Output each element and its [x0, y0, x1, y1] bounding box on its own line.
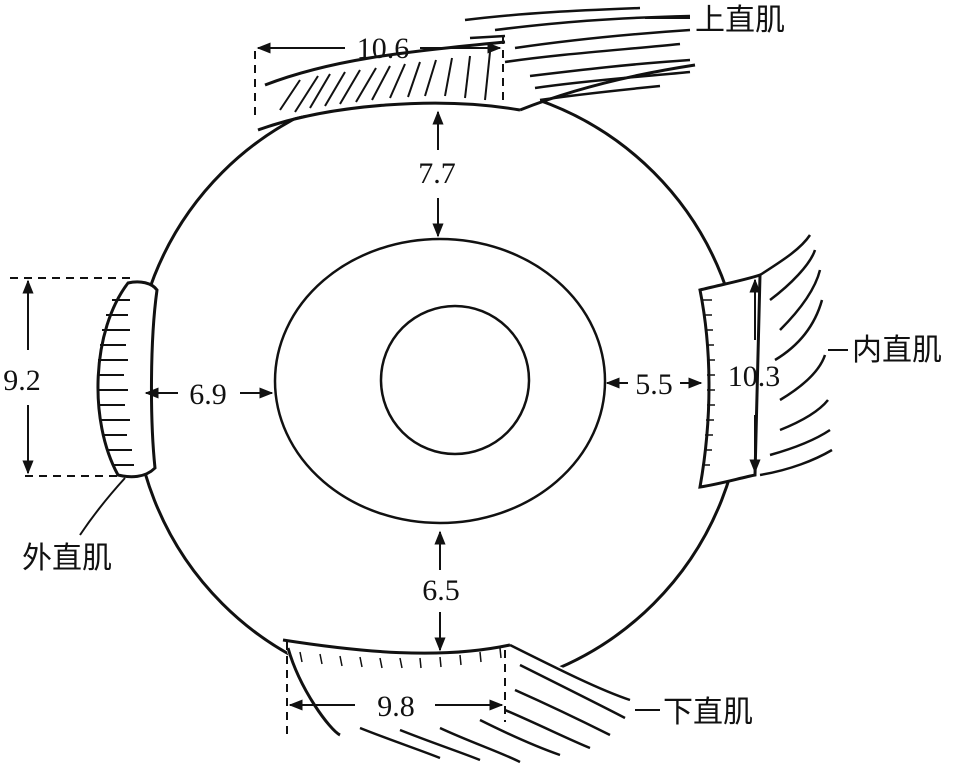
medial-distance-label: 5.5	[635, 368, 673, 401]
medial-rectus-muscle	[698, 234, 833, 489]
inferior-width-label: 9.8	[377, 690, 415, 723]
lateral-rectus-name: 外直肌	[22, 541, 112, 576]
lateral-width-label: 9.2	[3, 364, 41, 397]
inferior-distance-label: 6.5	[422, 574, 460, 607]
pupil-circle	[379, 304, 531, 456]
inferior-rectus-name: 下直肌	[663, 695, 753, 730]
medial-rectus-name: 内直肌	[852, 333, 942, 368]
limbus-circle	[273, 237, 607, 525]
inferior-rectus-muscle	[282, 638, 635, 765]
superior-width-label: 10.6	[357, 32, 410, 65]
superior-rectus-muscle	[257, 6, 700, 132]
medial-width-label: 10.3	[728, 360, 781, 393]
superior-rectus-name: 上直肌	[695, 3, 785, 38]
lateral-distance-label: 6.9	[189, 378, 227, 411]
superior-distance-label: 7.7	[418, 157, 456, 190]
lateral-rectus-muscle	[96, 280, 159, 479]
